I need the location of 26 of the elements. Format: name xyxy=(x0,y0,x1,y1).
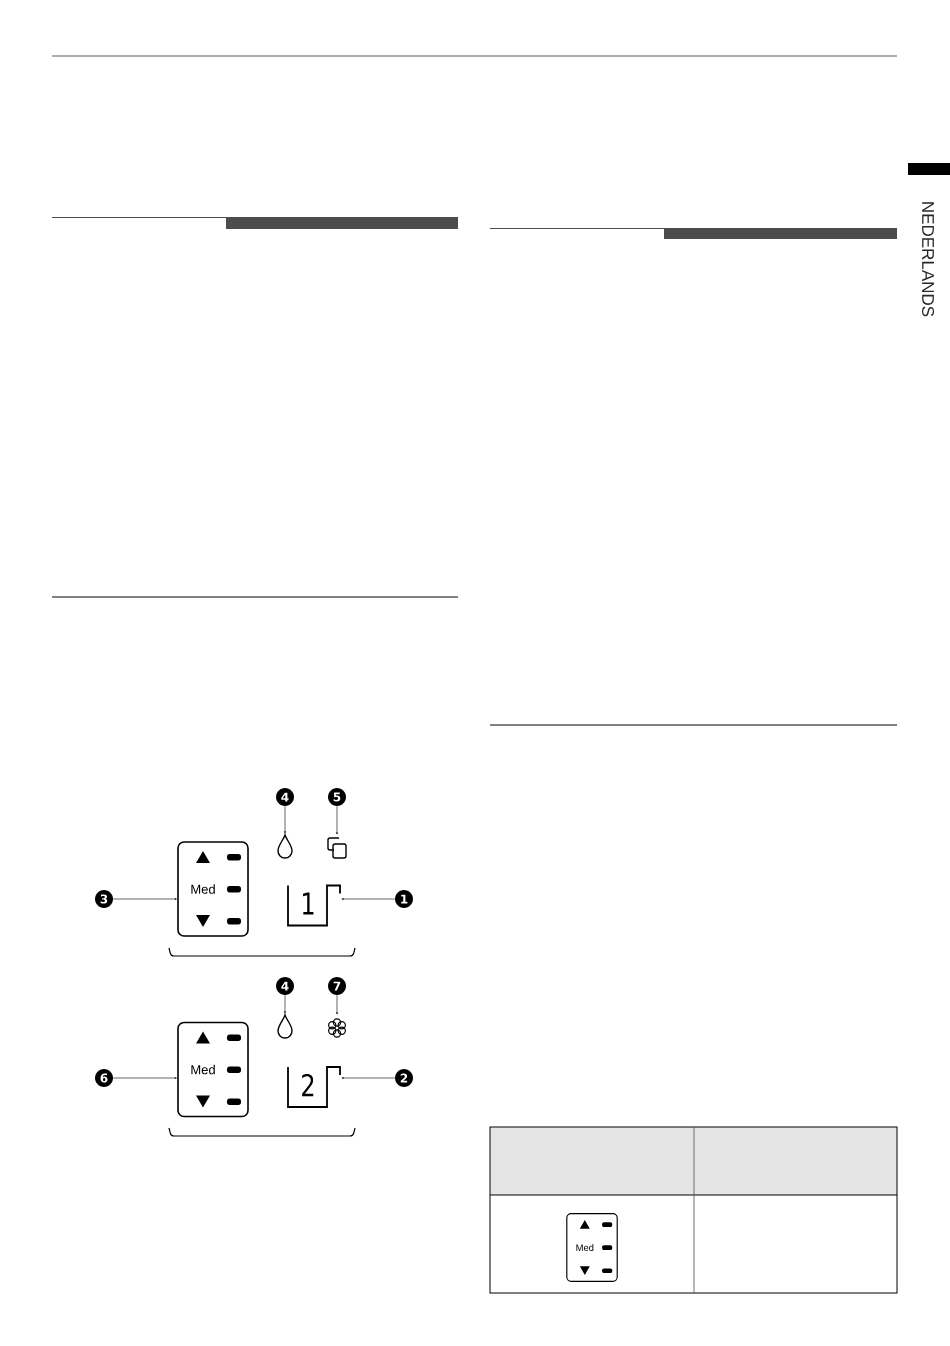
leader-line xyxy=(112,1077,177,1079)
control-panel: Med xyxy=(177,841,249,937)
leader-line xyxy=(341,1077,396,1079)
callout-number: 1 xyxy=(395,890,413,908)
leader-line xyxy=(112,898,177,900)
callout-number: 7 xyxy=(328,977,346,995)
callout-number: 4 xyxy=(276,788,294,806)
control-panel: Med xyxy=(566,1213,618,1282)
callout-number: 4 xyxy=(276,977,294,995)
drop-icon xyxy=(277,1014,293,1039)
language-label: NEDERLANDS xyxy=(922,202,935,317)
callout-number: 6 xyxy=(95,1069,113,1087)
drop-icon xyxy=(277,834,293,859)
display-window: 1 xyxy=(287,884,341,927)
callout-number: 3 xyxy=(95,890,113,908)
control-panel: Med xyxy=(177,1021,249,1118)
flower-icon xyxy=(328,1018,346,1038)
leader-line xyxy=(284,994,286,1014)
callout-number: 5 xyxy=(328,788,346,806)
leader-line xyxy=(284,805,286,834)
display-window: 2 xyxy=(287,1066,341,1108)
leader-line xyxy=(341,898,396,900)
callout-number: 2 xyxy=(395,1069,413,1087)
leader-line xyxy=(336,994,338,1015)
leader-line xyxy=(336,805,338,835)
copy-icon xyxy=(327,837,347,859)
